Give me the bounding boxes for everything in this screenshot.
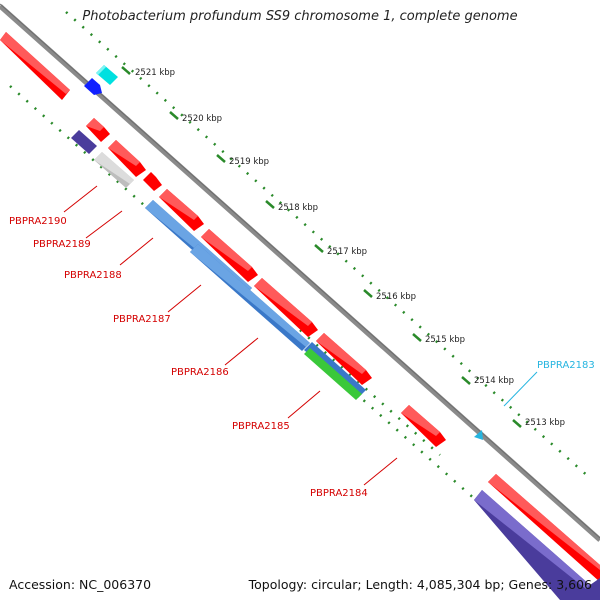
tick-row-inner-2 xyxy=(299,329,441,456)
gene-feature-rna[interactable] xyxy=(145,200,310,351)
gene-feature-cds[interactable] xyxy=(488,474,600,582)
kbp-label: 2517 kbp xyxy=(327,247,367,257)
gene-feature-cds[interactable] xyxy=(0,32,70,100)
gene-feature-small-blue[interactable] xyxy=(84,78,102,95)
kbp-label: 2521 kbp xyxy=(135,68,175,78)
gene-feature-cds[interactable] xyxy=(86,118,110,142)
gene-label[interactable]: PBPRA2190 xyxy=(9,216,67,227)
gene-label[interactable]: PBPRA2185 xyxy=(232,421,290,432)
gene-label[interactable]: PBPRA2188 xyxy=(64,270,122,281)
gene-feature-other[interactable] xyxy=(474,490,600,600)
kbp-label: 2513 kbp xyxy=(525,418,565,428)
gene-feature-cds[interactable] xyxy=(316,333,372,385)
gene-feature-cds[interactable] xyxy=(401,405,446,447)
gene-label[interactable]: PBPRA2186 xyxy=(171,367,229,378)
gene-label[interactable]: PBPRA2184 xyxy=(310,488,368,499)
genome-summary-text: Topology: circular; Length: 4,085,304 bp… xyxy=(248,577,592,592)
kbp-label: 2514 kbp xyxy=(474,376,514,386)
accession-text: Accession: NC_006370 xyxy=(9,577,152,592)
chromosome-backbone xyxy=(0,4,600,542)
gene-feature-pseudo-grey[interactable] xyxy=(94,152,134,188)
gene-feature-cds[interactable] xyxy=(159,189,204,231)
gene-feature-pseudo[interactable] xyxy=(304,348,362,400)
genome-title: Photobacterium profundum SS9 chromosome … xyxy=(82,9,518,24)
kbp-label: 2515 kbp xyxy=(425,335,465,345)
kbp-label: 2519 kbp xyxy=(229,157,269,167)
gene-feature-other[interactable] xyxy=(71,130,97,154)
gene-feature-cyan-marker[interactable] xyxy=(474,430,483,440)
gene-feature-cds[interactable] xyxy=(201,229,258,282)
gene-feature-cds[interactable] xyxy=(254,278,318,337)
tick-row-outer xyxy=(65,11,591,479)
gene-feature-highlight[interactable] xyxy=(96,65,118,85)
major-ticks xyxy=(121,66,522,428)
gene-label-connectors xyxy=(63,185,538,486)
gene-feature-cds[interactable] xyxy=(108,140,146,177)
kbp-label: 2518 kbp xyxy=(278,203,318,213)
kbp-label: 2520 kbp xyxy=(182,114,222,124)
gene-feature-cds[interactable] xyxy=(143,172,162,191)
gene-label[interactable]: PBPRA2183 xyxy=(537,360,595,371)
kbp-label: 2516 kbp xyxy=(376,292,416,302)
gene-label[interactable]: PBPRA2189 xyxy=(33,239,91,250)
gene-label[interactable]: PBPRA2187 xyxy=(113,314,171,325)
